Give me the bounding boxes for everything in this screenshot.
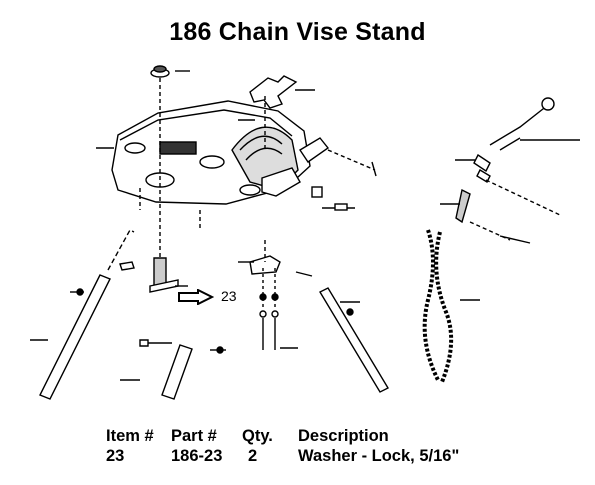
- cell-description: Washer - Lock, 5/16": [298, 447, 460, 465]
- jaw-part: [249, 75, 315, 109]
- handle-tube-part: [299, 137, 377, 177]
- chain-handle-part: [440, 97, 580, 244]
- cell-item: 23: [106, 447, 125, 465]
- right-arrow-icon: [178, 289, 214, 305]
- page-title: 186 Chain Vise Stand: [169, 18, 426, 46]
- vise-base-part: [111, 78, 311, 260]
- clamp-part: [238, 240, 281, 275]
- callout-label: 23: [221, 288, 237, 304]
- cell-qty: 2: [248, 447, 258, 465]
- header-qty: Qty.: [242, 427, 273, 445]
- right-leg-part: [295, 271, 389, 393]
- chain-part: [422, 229, 480, 383]
- leader-lines: [30, 119, 255, 341]
- header-description: Description: [298, 427, 389, 445]
- side-bolt-part: [311, 186, 355, 211]
- left-leg-part: [39, 229, 135, 400]
- cell-part: 186-23: [171, 447, 223, 465]
- header-part: Part #: [171, 427, 217, 445]
- center-post-part: [149, 257, 188, 293]
- lower-leg-part: [120, 339, 226, 400]
- top-nut-part: [150, 65, 190, 78]
- lock-washer-part: [259, 268, 298, 350]
- header-item: Item #: [106, 427, 154, 445]
- exploded-parts-diagram: [30, 65, 580, 400]
